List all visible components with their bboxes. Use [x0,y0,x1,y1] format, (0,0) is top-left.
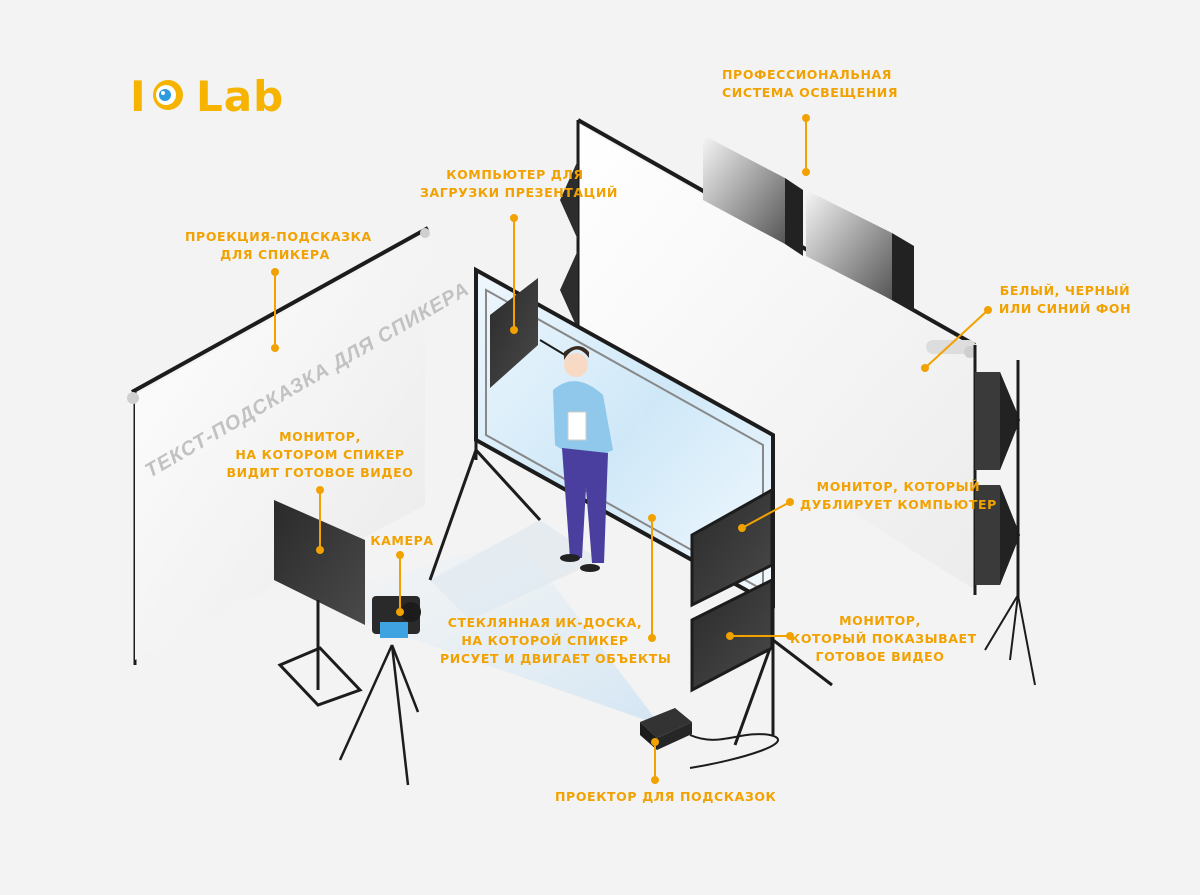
top-lights [703,135,914,312]
label-speaker-monitor: МОНИТОР, НА КОТОРОМ СПИКЕР ВИДИТ ГОТОВОЕ… [225,428,415,482]
label-line: НА КОТОРОЙ СПИКЕР [461,633,629,648]
logo-eye-icon [153,80,183,110]
label-projection: ПРОЕКЦИЯ-ПОДСКАЗКА ДЛЯ СПИКЕРА [185,228,372,264]
label-line: ГОТОВОЕ ВИДЕО [815,649,945,664]
right-softboxes [975,360,1036,686]
label-line: КОМПЬЮТЕР ДЛЯ [446,167,584,182]
label-line: КОТОРЫЙ ПОКАЗЫВАЕТ [790,631,977,646]
camera [338,596,421,786]
label-line: КАМЕРА [370,533,434,548]
label-line: БЕЛЫЙ, ЧЕРНЫЙ [999,283,1131,298]
label-line: ПРОЕКТОР ДЛЯ ПОДСКАЗОК [555,789,777,804]
label-line: ПРОЕКЦИЯ-ПОДСКАЗКА [185,229,372,244]
leader-lines [271,114,992,784]
label-computer: КОМПЬЮТЕР ДЛЯ ЗАГРУЗКИ ПРЕЗЕНТАЦИЙ [420,166,618,202]
label-line: МОНИТОР, КОТОРЫЙ [816,479,981,494]
label-line: МОНИТОР, [839,613,921,628]
label-video-monitor: МОНИТОР, КОТОРЫЙ ПОКАЗЫВАЕТ ГОТОВОЕ ВИДЕ… [790,612,977,666]
label-line: СИСТЕМА ОСВЕЩЕНИЯ [722,85,899,100]
speaker-figure [553,346,613,572]
label-line: РИСУЕТ И ДВИГАЕТ ОБЪЕКТЫ [440,651,672,666]
projector-beam [300,540,660,725]
label-background: БЕЛЫЙ, ЧЕРНЫЙ ИЛИ СИНИЙ ФОН [995,282,1135,318]
label-camera: КАМЕРА [362,532,442,550]
logo-text: Lab [196,72,285,121]
label-line: ВИДИТ ГОТОВОЕ ВИДЕО [226,465,414,480]
label-line: ИЛИ СИНИЙ ФОН [998,301,1132,316]
label-line: НА КОТОРОМ СПИКЕР [235,447,405,462]
label-line: ДУБЛИРУЕТ КОМПЬЮТЕР [800,497,997,512]
label-lighting: ПРОФЕССИОНАЛЬНАЯ СИСТЕМА ОСВЕЩЕНИЯ [722,66,899,102]
label-line: МОНИТОР, [279,429,361,444]
speaker-monitor [274,500,365,707]
logo-mark-i: I [130,72,147,121]
label-dup-monitor: МОНИТОР, КОТОРЫЙ ДУБЛИРУЕТ КОМПЬЮТЕР [800,478,997,514]
projector [640,708,779,769]
label-line: СТЕКЛЯННАЯ ИК-ДОСКА, [447,615,643,630]
label-line: ПРОФЕССИОНАЛЬНАЯ [722,67,893,82]
label-board: СТЕКЛЯННАЯ ИК-ДОСКА, НА КОТОРОЙ СПИКЕР Р… [440,614,672,668]
label-projector: ПРОЕКТОР ДЛЯ ПОДСКАЗОК [555,788,777,806]
label-line: ЗАГРУЗКИ ПРЕЗЕНТАЦИЙ [420,185,618,200]
label-line: ДЛЯ СПИКЕРА [220,247,330,262]
